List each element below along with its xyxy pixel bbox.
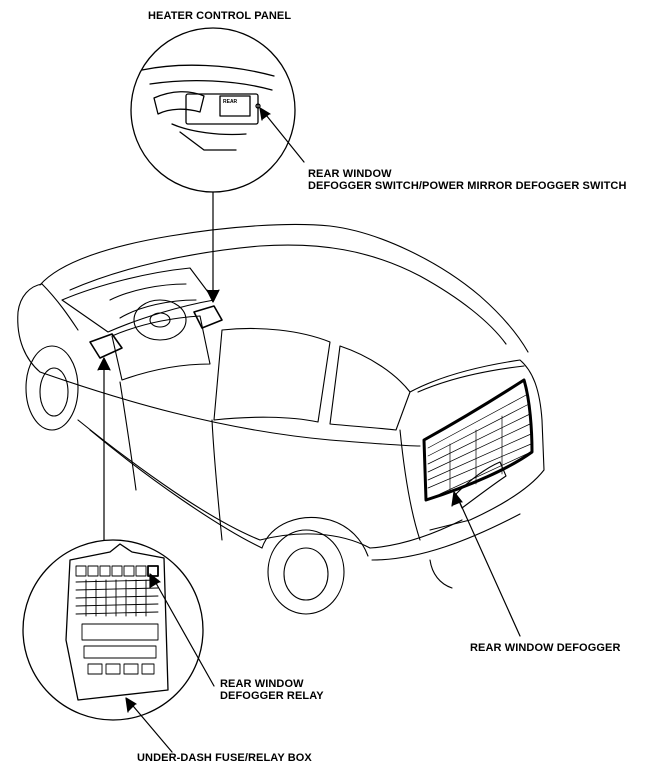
- rear-window-defogger-grid: [422, 378, 534, 502]
- switch-tag-text: REAR: [223, 99, 238, 105]
- car-belt-line: [39, 371, 421, 447]
- heater-panel-callout: [130, 27, 296, 193]
- steering-hub: [149, 312, 171, 328]
- car-door-line-front: [119, 381, 137, 491]
- heater-panel-circle: [130, 27, 296, 193]
- car-illustration: [17, 223, 545, 615]
- car-front-side-window: [111, 315, 211, 381]
- switch-label-line2: DEFOGGER SWITCH/POWER MIRROR DEFOGGER SW…: [308, 180, 627, 192]
- fuse-box-callout: [22, 539, 204, 721]
- leader-switch-label: [261, 109, 305, 163]
- switch-label-line1: REAR WINDOW: [308, 168, 392, 180]
- rear-wheel-arch: [261, 516, 369, 557]
- steering-wheel: [133, 299, 187, 341]
- arrowhead-fusebox: [97, 357, 111, 371]
- rear-wheel: [267, 529, 345, 615]
- leader-fusebox-label: [127, 699, 173, 753]
- dash-curve: [141, 64, 275, 91]
- car-door-line-rear: [211, 419, 223, 541]
- rear-hatch-outline: [409, 359, 545, 531]
- fuse-grid: [75, 565, 159, 675]
- leader-defogger-label: [455, 493, 521, 637]
- arrowhead-defogger: [451, 491, 463, 507]
- car-hood: [17, 283, 43, 373]
- fuse-box-label: UNDER-DASH FUSE/RELAY BOX: [137, 752, 312, 764]
- relay-label-line2: DEFOGGER RELAY: [220, 690, 324, 702]
- under-dash-module: [89, 333, 123, 359]
- heater-control-panel-label: HEATER CONTROL PANEL: [148, 10, 292, 22]
- arrowhead-fusebox-label: [125, 697, 137, 713]
- rear-wheel-hub: [283, 547, 329, 601]
- rear-spoiler: [417, 365, 525, 393]
- rear-window-defogger-label: REAR WINDOW DEFOGGER: [470, 642, 621, 654]
- car-rear-side-window: [213, 327, 331, 423]
- fuse-box-body: [65, 543, 169, 701]
- car-roof-outline: [39, 223, 529, 353]
- front-wheel-hub: [39, 367, 69, 417]
- fuse-box-circle: [22, 539, 204, 721]
- car-quarter-window: [329, 345, 411, 431]
- car-front-edge: [41, 283, 79, 331]
- control-panel-face: [185, 93, 259, 125]
- front-wheel: [25, 345, 79, 431]
- arrowhead-switch: [259, 107, 271, 121]
- arrowhead-heater: [206, 289, 220, 303]
- rear-corner: [399, 429, 421, 541]
- car-roof-inner: [69, 244, 507, 345]
- car-side-skirt: [89, 429, 263, 549]
- relay-label-line1: REAR WINDOW: [220, 678, 304, 690]
- arrowhead-relay: [149, 573, 161, 589]
- defogger-switch-tag: [219, 95, 251, 117]
- indicator-dot: [255, 103, 261, 109]
- rear-bumper: [369, 513, 521, 589]
- switch-module: [193, 305, 223, 329]
- car-dashboard: [109, 283, 197, 319]
- car-rocker: [77, 419, 371, 549]
- tail-lamp: [455, 461, 507, 509]
- leader-relay-label: [151, 575, 215, 687]
- vent-outline: [153, 91, 205, 115]
- leader-lines: [97, 107, 521, 753]
- panel-lower: [171, 123, 247, 151]
